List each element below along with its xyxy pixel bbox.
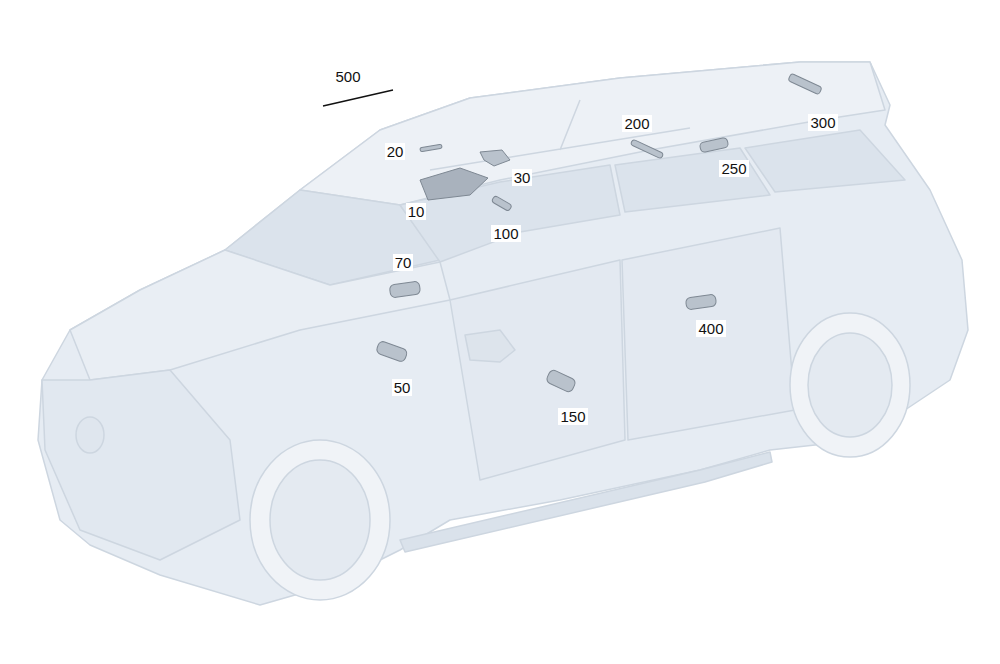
callout-number: 100 — [491, 225, 520, 242]
callout-number: 50 — [392, 379, 413, 396]
callout-number: 10 — [406, 203, 427, 220]
callout-number: 150 — [558, 408, 587, 425]
callout-number: 500 — [333, 68, 362, 85]
callout-number: 30 — [512, 169, 533, 186]
callout-number: 200 — [622, 115, 651, 132]
callout-number: 300 — [808, 114, 837, 131]
callout-number: 400 — [696, 320, 725, 337]
callout-number: 250 — [719, 160, 748, 177]
callout-number: 70 — [393, 254, 414, 271]
callout-number: 20 — [385, 143, 406, 160]
